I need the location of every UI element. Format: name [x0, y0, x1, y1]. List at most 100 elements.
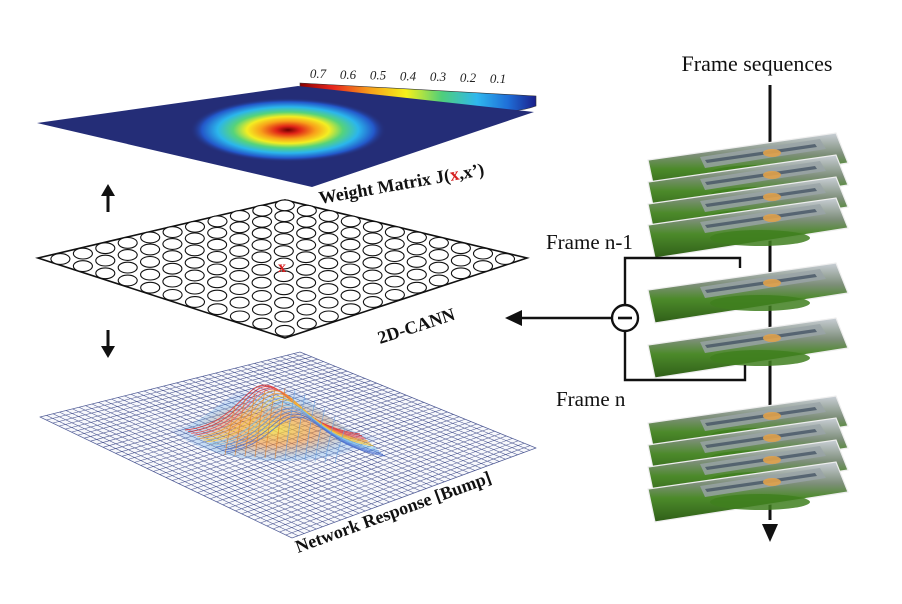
bump-curve — [224, 405, 236, 456]
mesh-line — [266, 438, 513, 527]
cann-neuron — [428, 261, 449, 274]
bump-curve — [234, 398, 246, 456]
frame-accent — [763, 334, 781, 342]
bump-curve — [254, 389, 266, 458]
mesh-line — [299, 351, 537, 449]
mesh-line — [210, 416, 460, 499]
cann-neuron — [384, 250, 405, 263]
cann-neuron — [140, 231, 161, 244]
cann-neuron — [251, 251, 272, 264]
mesh-line — [286, 355, 524, 453]
mesh-line — [260, 361, 500, 462]
frame-windows — [705, 329, 817, 348]
cann-neuron — [384, 288, 405, 301]
cann-neuron — [273, 270, 294, 283]
colorbar-tick-label: 0.1 — [490, 71, 506, 86]
cann-neuron — [162, 250, 183, 263]
cann-neuron — [229, 210, 250, 222]
cann-layer: x 2D-CANN — [35, 199, 530, 348]
cann-neuron — [274, 324, 295, 337]
cann-neuron — [229, 221, 250, 234]
cann-neuron — [296, 215, 317, 228]
cann-neuron — [362, 269, 383, 282]
bump-curve — [212, 404, 378, 450]
cann-neuron — [273, 245, 294, 258]
cann-neuron — [274, 210, 295, 223]
mesh-line — [285, 445, 531, 536]
cann-neuron — [207, 226, 228, 239]
cann-neuron — [117, 236, 138, 249]
cann-neuron — [184, 296, 206, 308]
frames-title: Frame sequences — [682, 51, 833, 76]
cann-neuron — [296, 204, 317, 217]
cann-neuron — [406, 268, 427, 281]
cann-neuron — [450, 254, 471, 267]
cann-neuron — [184, 232, 205, 245]
video-frame — [647, 197, 849, 259]
cann-neuron — [207, 303, 228, 316]
bump-curve — [314, 407, 326, 462]
bump-curve — [224, 416, 386, 457]
cann-neuron — [206, 263, 228, 276]
cann-neuron — [428, 249, 449, 261]
cann-neuron — [318, 221, 339, 234]
cann-neuron — [318, 210, 339, 222]
cann-neuron — [251, 276, 272, 289]
cann-neuron — [229, 296, 250, 309]
cann-neuron — [273, 283, 294, 296]
cann-neuron — [296, 317, 317, 330]
cann-neuron — [72, 247, 93, 260]
cann-neuron — [252, 204, 273, 217]
mesh-line — [222, 421, 472, 505]
frame-sequence-panel: Frame sequences Frame n-1 Frame n — [505, 51, 849, 542]
frame-accent — [763, 478, 781, 486]
cann-neuron — [384, 238, 405, 250]
mesh-line — [254, 433, 501, 521]
cann-neuron — [229, 245, 250, 257]
cann-neuron — [362, 282, 383, 295]
mesh-line — [241, 366, 482, 469]
cann-neuron — [362, 296, 383, 308]
cann-neuron — [229, 270, 250, 282]
weight-matrix-label-x: x — [448, 164, 460, 185]
output-arrow-icon — [505, 310, 522, 326]
frame-accent — [763, 149, 781, 157]
bump-curve — [200, 393, 370, 443]
mesh-line — [247, 364, 488, 467]
mesh-line — [228, 423, 478, 509]
cann-neuron — [95, 254, 116, 267]
weight-matrix-heatmap — [190, 98, 386, 162]
bump-curve — [334, 428, 346, 464]
cann-neuron — [184, 269, 205, 282]
frame-prev-label: Frame n-1 — [546, 230, 633, 254]
cann-marker: x — [278, 259, 286, 276]
bump-curve — [264, 388, 276, 458]
colorbar-tick-label: 0.4 — [400, 68, 417, 83]
frame-windows — [705, 407, 817, 426]
cann-neuron — [140, 268, 161, 281]
mesh-line — [279, 442, 525, 533]
cann-neuron — [184, 256, 205, 269]
cann-neuron — [362, 220, 383, 233]
cann-neuron — [318, 233, 339, 245]
cann-neuron — [140, 281, 161, 294]
frame-accent — [763, 456, 781, 464]
cann-neuron — [274, 296, 295, 309]
frame-accent — [763, 171, 781, 179]
cann-neuron — [494, 253, 516, 265]
response-bump-mesh — [184, 384, 386, 464]
frame-foliage — [710, 494, 810, 510]
frame-windows — [705, 473, 817, 492]
cann-neuron — [472, 260, 494, 273]
cann-neuron — [340, 250, 361, 263]
cann-neuron — [140, 243, 161, 256]
cann-neuron — [428, 274, 449, 287]
cann-neuron — [50, 253, 71, 265]
cann-neuron — [406, 255, 427, 268]
cann-neuron — [251, 263, 272, 276]
colorbar-tick-label: 0.3 — [430, 69, 447, 84]
mesh-line — [291, 447, 537, 539]
cann-neuron — [428, 236, 449, 249]
cann-neuron — [340, 263, 361, 276]
